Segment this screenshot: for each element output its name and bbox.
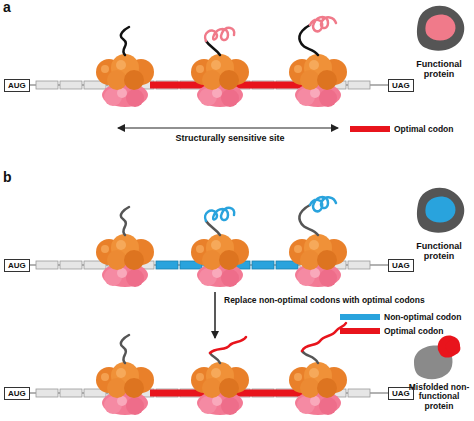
codon-box: AUG bbox=[4, 259, 30, 272]
node-text: AUG bbox=[8, 261, 26, 270]
node-text: UAG bbox=[392, 261, 410, 270]
codon-box: AUG bbox=[4, 79, 30, 92]
node-text: AUG bbox=[8, 389, 26, 398]
protein-label: Functional protein bbox=[408, 242, 470, 262]
protein-label: Misfolded non-functional protein bbox=[406, 383, 472, 411]
legend-item: Optimal codon bbox=[350, 124, 454, 134]
region-label: Structurally sensitive site bbox=[160, 134, 300, 144]
protein-label: Functional protein bbox=[408, 60, 470, 80]
legend-swatch bbox=[340, 328, 380, 334]
node-text: AUG bbox=[8, 81, 26, 90]
node-text: UAG bbox=[392, 389, 410, 398]
legend-item: Non-optimal codon bbox=[340, 312, 461, 322]
codon-box: UAG bbox=[388, 259, 414, 272]
legend-item: Optimal codon bbox=[340, 326, 444, 336]
step-label: Replace non-optimal codons with optimal … bbox=[224, 296, 464, 305]
legend-swatch bbox=[350, 126, 390, 132]
panel-letter: a bbox=[3, 0, 23, 15]
panel-letter: b bbox=[3, 170, 23, 185]
node-text: UAG bbox=[392, 81, 410, 90]
codon-box: UAG bbox=[388, 79, 414, 92]
codon-box: AUG bbox=[4, 387, 30, 400]
legend-swatch bbox=[340, 314, 380, 320]
legend-text: Non-optimal codon bbox=[384, 312, 461, 322]
legend-text: Optimal codon bbox=[394, 124, 454, 134]
legend-text: Optimal codon bbox=[384, 326, 444, 336]
